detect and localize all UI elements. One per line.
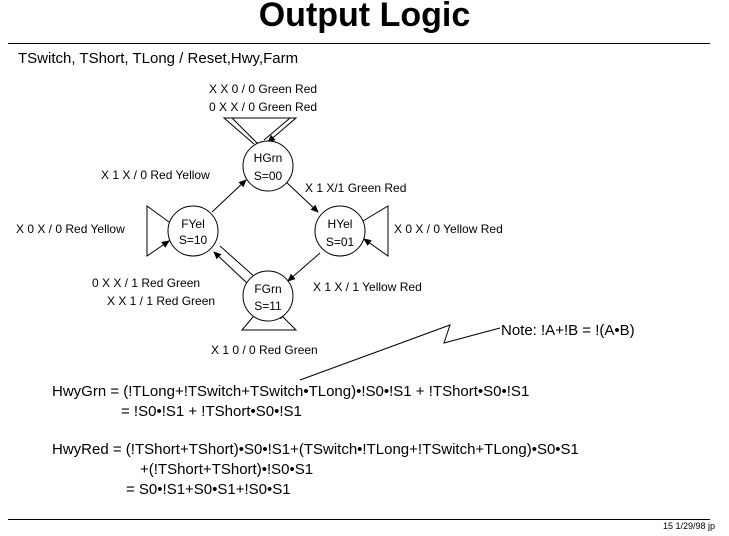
fgrn-self-loop: [240, 310, 298, 331]
label-fyel-to-hgrn: X 1 X / 0 Red Yellow: [101, 168, 210, 182]
hwyred-equation-line-1: HwyRed = (!TShort+TShort)•S0•!S1+(TSwitc…: [52, 441, 579, 458]
note-callout: Note: !A+!B = !(A•B): [299, 322, 635, 381]
title-divider: [8, 43, 710, 44]
arrow-fgrn-to-fyel-1: [213, 251, 249, 285]
hwygrn-equation-line-1: HwyGrn = (!TLong+!TSwitch+TSwitch•TLong)…: [52, 383, 530, 400]
svg-text:S=00: S=00: [254, 169, 283, 183]
hgrn-self-loop: [222, 117, 298, 145]
state-hyel: HYel S=01: [314, 205, 366, 257]
label-hgrn-to-hyel: X 1 X/1 Green Red: [305, 181, 406, 195]
subtitle: TSwitch, TShort, TLong / Reset,Hwy,Farm: [18, 50, 299, 67]
page-title: Output Logic: [258, 0, 471, 34]
label-hgrn-self-1: X X 0 / 0 Green Red: [209, 82, 317, 96]
label-hyel-to-fgrn: X 1 X / 1 Yellow Red: [313, 280, 422, 294]
arrow-fyel-to-hgrn: [211, 179, 247, 213]
svg-text:S=01: S=01: [326, 235, 355, 249]
svg-text:FYel: FYel: [181, 217, 205, 231]
arrow-hgrn-to-hyel: [283, 179, 319, 213]
footer-text: 15 1/29/98 jp: [662, 521, 715, 531]
label-fgrn-self: X 1 0 / 0 Red Green: [211, 343, 318, 357]
transition-arrows: [211, 179, 321, 285]
transition-labels: X X 0 / 0 Green Red 0 X X / 0 Green Red …: [16, 82, 503, 357]
footer-divider: [8, 519, 710, 520]
svg-text:S=10: S=10: [179, 233, 208, 247]
state-fgrn: FGrn S=11: [242, 270, 294, 322]
hwyred-equation-line-3: = S0•!S1+S0•S1+!S0•S1: [126, 481, 291, 498]
hwygrn-equation-line-2: = !S0•!S1 + !TShort•S0•!S1: [121, 403, 302, 420]
svg-text:HGrn: HGrn: [254, 151, 283, 165]
fyel-self-loop: [146, 205, 170, 257]
state-fyel: FYel S=10: [167, 205, 219, 257]
svg-text:FGrn: FGrn: [254, 282, 281, 296]
note-text: Note: !A+!B = !(A•B): [501, 322, 635, 339]
label-fgrn-to-fyel-1: 0 X X / 1 Red Green: [92, 276, 200, 290]
label-fyel-self: X 0 X / 0 Red Yellow: [16, 222, 125, 236]
label-fgrn-to-fyel-2: X X 1 / 1 Red Green: [107, 294, 215, 308]
arrow-hyel-to-fgrn: [287, 252, 321, 282]
label-hgrn-self-2: 0 X X / 0 Green Red: [209, 100, 317, 114]
svg-text:S=11: S=11: [254, 299, 282, 313]
hyel-self-loop: [362, 205, 389, 257]
state-hgrn: HGrn S=00: [242, 140, 294, 192]
svg-text:HYel: HYel: [328, 217, 353, 231]
hwyred-equation-line-2: +(!TShort+TShort)•!S0•S1: [140, 461, 314, 478]
label-hyel-self: X 0 X / 0 Yellow Red: [394, 222, 503, 236]
arrow-fgrn-to-fyel-2: [219, 245, 257, 279]
